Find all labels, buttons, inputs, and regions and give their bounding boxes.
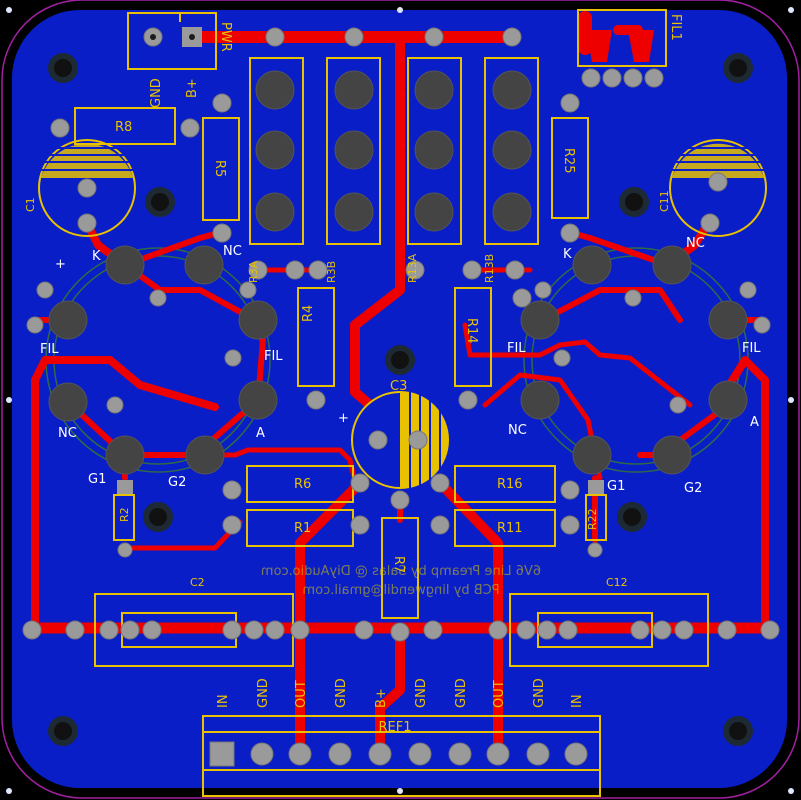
right-tube-nc2-label: NC [508,423,527,438]
right-tube-fil2-label: FIL [742,341,761,356]
ref1-pin6-label: GND [414,678,429,708]
left-tube-g1-label: G1 [88,472,106,487]
right-tube-g2-label: G2 [684,481,702,496]
r3a-label: R3A [247,260,260,283]
right-tube-a-label: A [750,415,759,430]
ref1-pin5-label: B+ [374,688,389,708]
fil1-designator: FIL1 [668,14,683,41]
r7-label: R7 [391,556,406,573]
r4-label: R4 [301,305,316,322]
ref1-designator: REF1 [379,720,412,735]
left-tube-k-label: K [92,249,101,264]
ref1-pin9-label: GND [532,678,547,708]
ref1-pin3-label: OUT [294,680,309,708]
left-tube-a-label: A [256,426,265,441]
c12-label: C12 [606,576,628,589]
ref1-pin7-label: GND [454,678,469,708]
fil1-connector-outline [577,9,667,67]
c3-plus-marker: + [338,411,349,426]
r16-label: R16 [497,477,523,492]
ref1-pin2-label: GND [256,678,271,708]
r14-label: R14 [464,318,479,344]
ref1-pin4-label: GND [334,678,349,708]
c11-label: C11 [658,190,671,212]
r8-label: R8 [115,120,132,135]
ref1-pin1-label: IN [216,694,231,708]
r13b-label: R13B [483,254,496,283]
ref1-pin-labels: IN GND OUT GND B+ GND GND OUT GND IN [216,678,585,708]
ref1-pin8-label: OUT [492,680,507,708]
left-tube-fil1-label: FIL [40,342,59,357]
c1-plus-marker: + [55,257,66,272]
left-tube-g2-label: G2 [168,475,186,490]
reference-dots [6,7,794,794]
credits-mirrored: 6V6 Line Preamp by Salas @ DiyAudio.com … [261,564,541,598]
left-tube-nc1-label: NC [223,244,242,259]
r2-label: R2 [118,507,131,522]
right-tube-g1-label: G1 [607,479,625,494]
resistor-outlines [74,107,607,619]
pwr-connector-outline [127,12,217,70]
pwr-designator: PWR [218,22,233,52]
r11-label: R11 [497,521,523,536]
c2-label: C2 [190,576,205,589]
right-tube-fil1-label: FIL [507,341,526,356]
r1-label: R1 [294,521,311,536]
ref1-terminal-block [202,715,601,797]
r5-label: R5 [212,160,227,177]
r25-label: R25 [561,148,576,174]
right-tube-nc1-label: NC [686,236,705,251]
r22-label: R22 [586,508,599,530]
right-tube-k-label: K [563,247,572,262]
mounting-holes [48,53,753,746]
c3-label: C3 [390,379,407,394]
pwr-bplus-label: B+ [185,78,200,98]
left-tube-nc2-label: NC [58,426,77,441]
through-hole-pads [22,27,780,767]
credits-line1: 6V6 Line Preamp by Salas @ DiyAudio.com [261,564,541,579]
r6-label: R6 [294,477,311,492]
ref1-pin10-label: IN [570,694,585,708]
pot-outlines [249,57,539,245]
credits-line2: PCB by lingwendil@gmail.com [302,583,499,598]
c1-label: C1 [24,197,37,212]
c3-capacitor-drawing [351,391,449,489]
pwr-gnd-label: GND [149,78,164,108]
left-tube-fil2-label: FIL [264,349,283,364]
c1-capacitor-drawing [38,139,136,237]
c11-capacitor-drawing [669,139,767,237]
r3b-label: R3B [325,261,338,283]
fil1-heater-pads [586,30,654,62]
r13a-label: R13A [406,253,419,283]
large-pads [48,70,748,475]
